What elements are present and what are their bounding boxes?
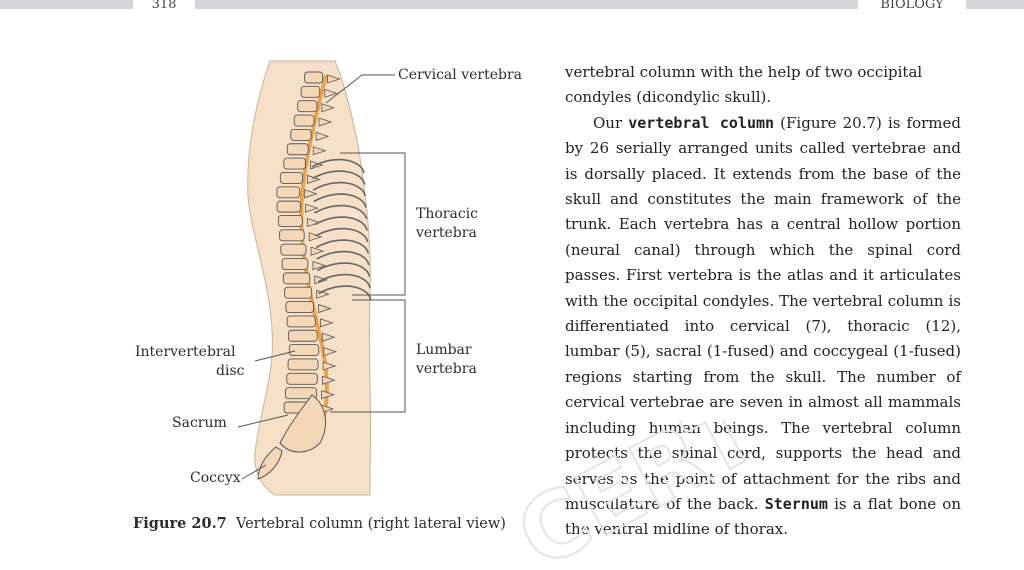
page-number: 318 xyxy=(151,0,177,9)
running-title: BIOLOGY xyxy=(880,0,944,9)
term-sternum: Sternum xyxy=(764,494,828,513)
paragraph-2-body: (Figure 20.7) is formed by 26 serially a… xyxy=(565,113,962,513)
running-title-tab: BIOLOGY xyxy=(858,0,966,9)
vertebra xyxy=(276,200,301,213)
spinous-process xyxy=(304,189,318,199)
spinous-process xyxy=(321,103,336,113)
rib xyxy=(313,193,367,208)
label-cervical-vertebra: Cervical vertebra xyxy=(398,67,522,83)
bracket-thoracic xyxy=(340,152,406,296)
spinous-process xyxy=(327,74,341,84)
label-lumbar-2: vertebra xyxy=(416,361,477,377)
vertebra xyxy=(288,344,320,357)
rib xyxy=(312,170,366,185)
leader-cervical-diag xyxy=(325,74,363,104)
vertebra xyxy=(285,301,314,314)
figure-number: Figure 20.7 xyxy=(133,515,227,532)
vertebra xyxy=(281,258,309,270)
spine-illustration xyxy=(237,60,406,496)
spinous-process xyxy=(308,232,323,242)
label-thoracic-2: vertebra xyxy=(416,225,477,241)
spinous-process xyxy=(318,304,332,314)
spinous-process xyxy=(318,117,333,127)
paragraph-2: Our vertebral column (Figure 20.7) is fo… xyxy=(565,111,961,543)
vertebrae-group xyxy=(276,71,341,414)
vertebra xyxy=(286,143,309,156)
vertebra xyxy=(287,329,318,342)
label-lumbar-1: Lumbar xyxy=(416,342,472,358)
label-intervertebral-2: disc xyxy=(216,363,245,379)
figure-caption-text: Vertebral column (right lateral view) xyxy=(235,516,506,532)
rib xyxy=(314,204,368,220)
vertebra xyxy=(300,85,321,98)
ribs-group xyxy=(311,158,372,300)
spinous-process xyxy=(310,246,325,256)
leader-intervertebral xyxy=(254,350,296,362)
vertebra xyxy=(286,372,318,385)
spinous-process xyxy=(323,347,338,357)
vertebra xyxy=(293,114,315,127)
paragraph-2-intro: Our xyxy=(593,113,629,132)
spinous-process xyxy=(324,88,338,98)
spinous-process xyxy=(312,146,327,156)
vertebra xyxy=(304,71,324,84)
body-text: vertebral column with the help of two oc… xyxy=(565,60,961,543)
label-intervertebral-1: Intervertebral xyxy=(135,344,236,360)
leader-coccyx xyxy=(241,464,267,480)
label-thoracic-1: Thoracic xyxy=(416,206,478,222)
coccyx-shape xyxy=(257,446,283,480)
vertebra xyxy=(297,100,318,113)
vertebra xyxy=(290,128,312,141)
vertebra xyxy=(284,286,313,299)
figure-caption: Figure 20.7 Vertebral column (right late… xyxy=(133,515,506,532)
vertebra xyxy=(279,229,305,242)
spinous-process xyxy=(312,260,327,271)
rib xyxy=(316,250,370,266)
spinous-process xyxy=(306,217,321,228)
rib xyxy=(311,158,365,174)
vertebra xyxy=(284,387,318,400)
rib xyxy=(317,262,371,277)
rib xyxy=(314,216,368,231)
header-band xyxy=(0,0,1024,9)
spinous-process xyxy=(321,390,335,400)
bracket-lumbar xyxy=(330,299,406,413)
label-sacrum: Sacrum xyxy=(172,415,227,431)
vertebra xyxy=(283,157,306,170)
term-vertebral-column: vertebral column xyxy=(628,113,775,132)
spinous-process xyxy=(305,203,319,213)
spinous-process xyxy=(322,361,337,371)
vertebra xyxy=(276,186,301,199)
vertebra xyxy=(282,272,311,285)
sacrum-shape xyxy=(279,394,327,453)
vertebra xyxy=(279,171,303,184)
vertebra xyxy=(280,243,307,256)
label-coccyx: Coccyx xyxy=(190,470,241,486)
paragraph-1: vertebral column with the help of two oc… xyxy=(565,63,923,107)
leader-sacrum xyxy=(237,414,289,428)
rib xyxy=(312,181,366,197)
spinous-process xyxy=(319,318,334,328)
spinous-process xyxy=(321,375,336,385)
vertebra xyxy=(277,215,303,227)
rib xyxy=(315,239,369,254)
spinous-process xyxy=(315,131,330,141)
paragraph-2-end: is a flat bone on the ventral midline of… xyxy=(565,494,961,539)
rib xyxy=(315,227,369,243)
vertebra xyxy=(287,358,319,371)
vertebra xyxy=(286,315,316,328)
page-number-tab: 318 xyxy=(133,0,195,9)
vertebral-column-figure: Cervical vertebra Thoracic vertebra Lumb… xyxy=(130,55,550,500)
spinous-process xyxy=(321,332,336,342)
rib xyxy=(318,285,372,300)
rib xyxy=(317,273,371,289)
